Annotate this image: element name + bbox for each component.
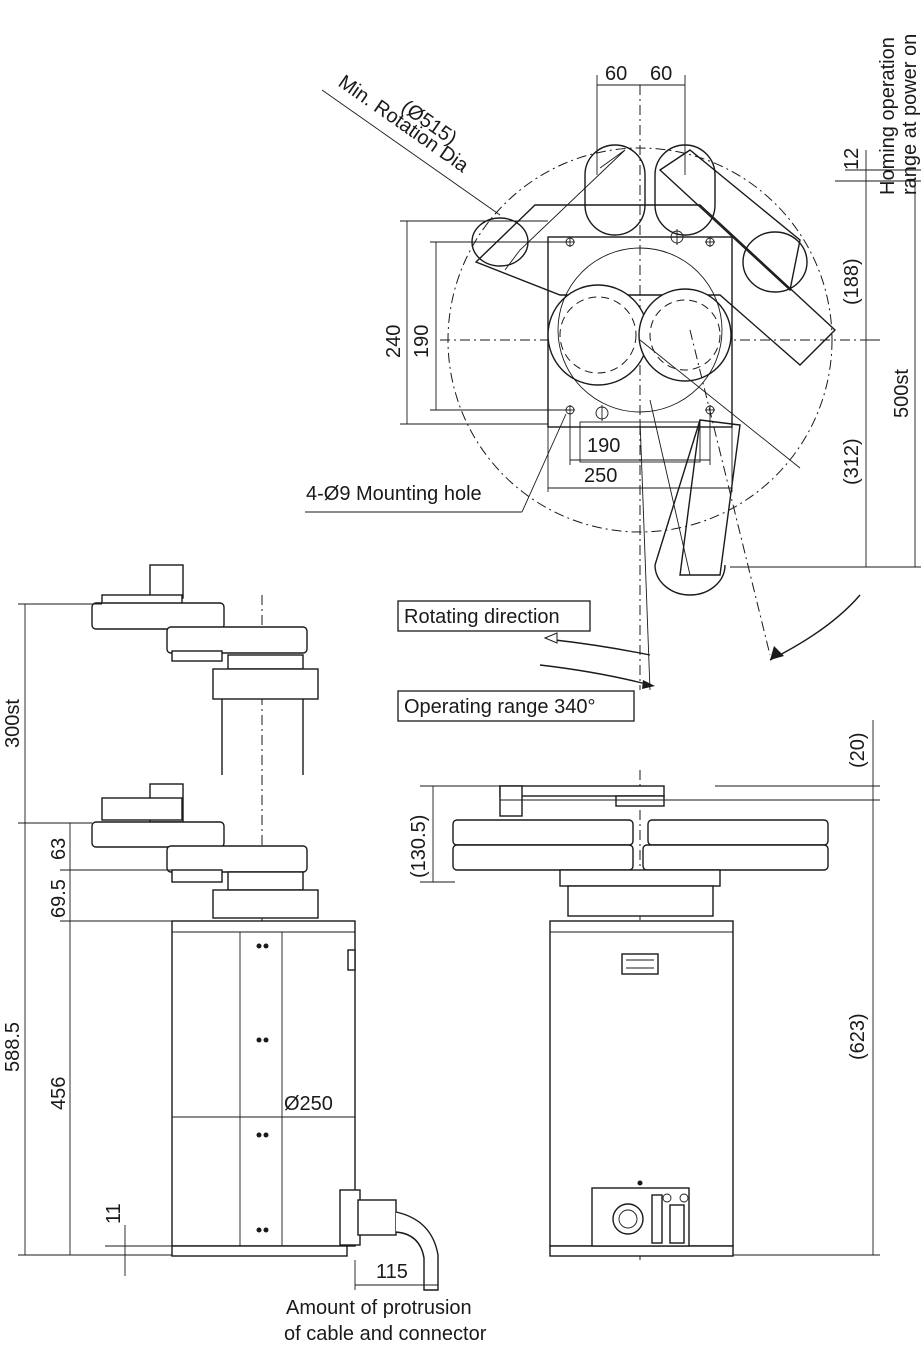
- front-view: [452, 770, 829, 1260]
- dim-60-right: 60: [650, 63, 672, 85]
- dim-456: 456: [48, 1077, 70, 1110]
- side-view: [91, 564, 439, 1291]
- dim-63: 63: [48, 838, 70, 860]
- dim-240: 240: [383, 325, 405, 358]
- dim-188: (188): [841, 258, 863, 305]
- dim-130-5: (130.5): [408, 815, 430, 878]
- operating-range-callout: Operating range 340°: [397, 690, 635, 722]
- operating-range-label: Operating range 340°: [404, 696, 595, 718]
- dim-69-5: 69.5: [48, 879, 70, 918]
- dim-12: 12: [841, 148, 863, 170]
- side-view-labels: 300st 63 69.5 588.5 456 11 Ø250 115 Amou…: [2, 699, 487, 1345]
- dim-500st: 500st: [891, 369, 913, 418]
- protrusion-label-line2: of cable and connector: [284, 1323, 487, 1345]
- mounting-hole-label: 4-Ø9 Mounting hole: [306, 483, 482, 505]
- homing-label-line2: range at power on: [899, 34, 921, 195]
- dim-60-left: 60: [605, 63, 627, 85]
- dim-115: 115: [376, 1261, 408, 1283]
- dim-11: 11: [103, 1203, 125, 1224]
- dim-diameter-250: Ø250: [284, 1093, 333, 1115]
- dim-588-5: 588.5: [2, 1022, 24, 1072]
- rotating-direction-callout: Rotating direction: [397, 600, 591, 632]
- homing-label-line1: Homing operation: [877, 37, 899, 195]
- dim-300st: 300st: [2, 699, 24, 748]
- dim-623: (623): [847, 1013, 869, 1060]
- dim-190-vertical: 190: [411, 325, 433, 358]
- top-view-dimensions: [305, 75, 921, 568]
- dim-190-horizontal: 190: [587, 435, 620, 457]
- dim-312: (312): [841, 438, 863, 485]
- front-view-dimensions: [420, 720, 880, 1256]
- protrusion-label-line1: Amount of protrusion: [286, 1297, 472, 1319]
- side-view-dimensions: [18, 603, 439, 1290]
- top-view-labels: 60 60 12 (188) 500st (312) 240 190 190 2…: [306, 34, 921, 505]
- dim-250: 250: [584, 465, 617, 487]
- rotating-direction-label: Rotating direction: [404, 606, 560, 628]
- min-rotation-label: Min. Rotation Dia: [334, 71, 473, 178]
- front-view-labels: (20) (130.5) (623): [408, 732, 869, 1060]
- top-view: [440, 85, 861, 691]
- dim-20: (20): [847, 732, 869, 768]
